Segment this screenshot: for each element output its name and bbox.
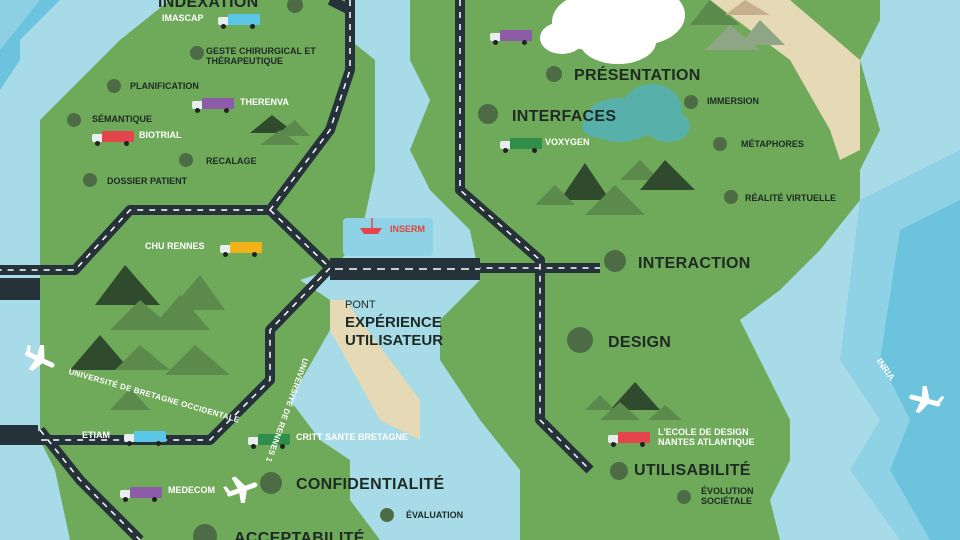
truck-wheel	[532, 148, 537, 153]
truck-box	[202, 98, 234, 109]
truck-wheel	[640, 442, 645, 447]
topic-planification: PLANIFICATION	[130, 81, 199, 91]
truck-chu-rennes	[220, 242, 262, 257]
partner-critt: CRITT SANTE BRETAGNE	[296, 432, 408, 442]
truck-cab	[124, 434, 134, 442]
topic-geste-text: GESTE CHIRURGICAL ET THÉRAPEUTIQUE	[206, 46, 316, 66]
bridge-prefix: PONT	[345, 299, 376, 311]
teal-cloud	[582, 84, 690, 142]
truck-wheel	[251, 444, 256, 449]
partner-biotrial: BIOTRIAL	[139, 130, 182, 140]
truck-wheel	[221, 24, 226, 29]
truck-biotrial	[92, 131, 134, 146]
truck-cab	[220, 245, 230, 253]
topic-immersion: IMMERSION	[707, 96, 760, 106]
topic-evolution-text: ÉVOLUTION SOCIÉTALE	[701, 486, 754, 506]
truck-box	[228, 14, 260, 25]
truck-cab	[192, 101, 202, 109]
truck-cab	[248, 437, 258, 445]
truck-ecole-design	[608, 432, 650, 447]
region-utilisabilite: UTILISABILITÉ	[634, 462, 751, 479]
truck-top-center	[490, 30, 532, 45]
region-bottom-cut: ACCEPTABILITÉ	[234, 530, 365, 540]
truck-box	[134, 431, 166, 442]
truck-critt	[248, 434, 290, 449]
plane-icon	[223, 476, 258, 503]
partner-chu-rennes: CHU RENNES	[145, 241, 205, 251]
truck-cab	[120, 490, 130, 498]
truck-wheel	[124, 141, 129, 146]
truck-box	[618, 432, 650, 443]
truck-wheel	[252, 252, 257, 257]
truck-box	[102, 131, 134, 142]
topic-semantique: SÉMANTIQUE	[92, 114, 153, 124]
truck-box	[510, 138, 542, 149]
truck-wheel	[611, 442, 616, 447]
truck-cab	[218, 17, 228, 25]
bridge-line1: EXPÉRIENCE	[345, 314, 442, 331]
truck-wheel	[95, 141, 100, 146]
plane-icon	[25, 345, 55, 371]
region-interaction: INTERACTION	[638, 255, 751, 272]
truck-wheel	[223, 252, 228, 257]
truck-wheel	[152, 497, 157, 502]
truck-box	[500, 30, 532, 41]
truck-wheel	[195, 108, 200, 113]
truck-wheel	[280, 444, 285, 449]
truck-etiam	[124, 431, 166, 446]
topic-metaphores: MÉTAPHORES	[741, 139, 804, 149]
region-confidentialite: CONFIDENTIALITÉ	[296, 476, 445, 493]
ocean-left	[0, 0, 60, 90]
partner-imascap: IMASCAP	[162, 13, 204, 23]
inserm-boat	[343, 218, 433, 256]
truck-box	[230, 242, 262, 253]
plane-icon	[909, 386, 945, 414]
topic-dossier-patient: DOSSIER PATIENT	[107, 176, 188, 186]
truck-cab	[92, 134, 102, 142]
truck-cab	[500, 141, 510, 149]
topic-recalage: RECALAGE	[206, 156, 257, 166]
region-interfaces: INTERFACES	[512, 108, 617, 125]
truck-imascap	[218, 14, 260, 29]
truck-voxygen	[500, 138, 542, 153]
truck-wheel	[156, 441, 161, 446]
truck-wheel	[224, 108, 229, 113]
topic-evolution-societale: ÉVOLUTION SOCIÉTALE	[701, 486, 767, 507]
truck-therenva	[192, 98, 234, 113]
mountains-left	[70, 115, 310, 410]
bridge-line2: UTILISATEUR	[345, 332, 444, 349]
truck-cab	[490, 33, 500, 41]
truck-wheel	[123, 497, 128, 502]
mountains-right	[535, 0, 785, 420]
truck-wheel	[250, 24, 255, 29]
partner-therenva: THERENVA	[240, 97, 289, 107]
region-presentation: PRÉSENTATION	[574, 67, 701, 84]
topic-dots	[67, 0, 738, 540]
bridge-road	[0, 258, 480, 445]
region-indexation: INDEXATION	[158, 0, 259, 11]
truck-medecom	[120, 487, 162, 502]
truck-wheel	[493, 40, 498, 45]
right-landmass	[410, 0, 880, 540]
truck-wheel	[522, 40, 527, 45]
ocean-right	[840, 150, 960, 540]
partner-ecole-design: L'ECOLE DE DESIGN NANTES ATLANTIQUE	[658, 427, 755, 447]
region-design: DESIGN	[608, 334, 672, 351]
truck-box	[258, 434, 290, 445]
truck-cab	[608, 435, 618, 443]
truck-wheel	[127, 441, 132, 446]
topic-geste: GESTE CHIRURGICAL ET THÉRAPEUTIQUE	[206, 46, 316, 67]
partner-voxygen: VOXYGEN	[545, 137, 590, 147]
partner-medecom: MEDECOM	[168, 485, 215, 495]
truck-box	[130, 487, 162, 498]
topic-realite-virtuelle: RÉALITÉ VIRTUELLE	[745, 193, 837, 203]
topic-evaluation: ÉVALUATION	[406, 510, 464, 520]
cloud	[540, 0, 685, 64]
marker-inserm: INSERM	[390, 224, 426, 234]
truck-wheel	[503, 148, 508, 153]
sand-beaches	[330, 0, 860, 440]
partner-etiam: ETIAM	[82, 430, 110, 440]
